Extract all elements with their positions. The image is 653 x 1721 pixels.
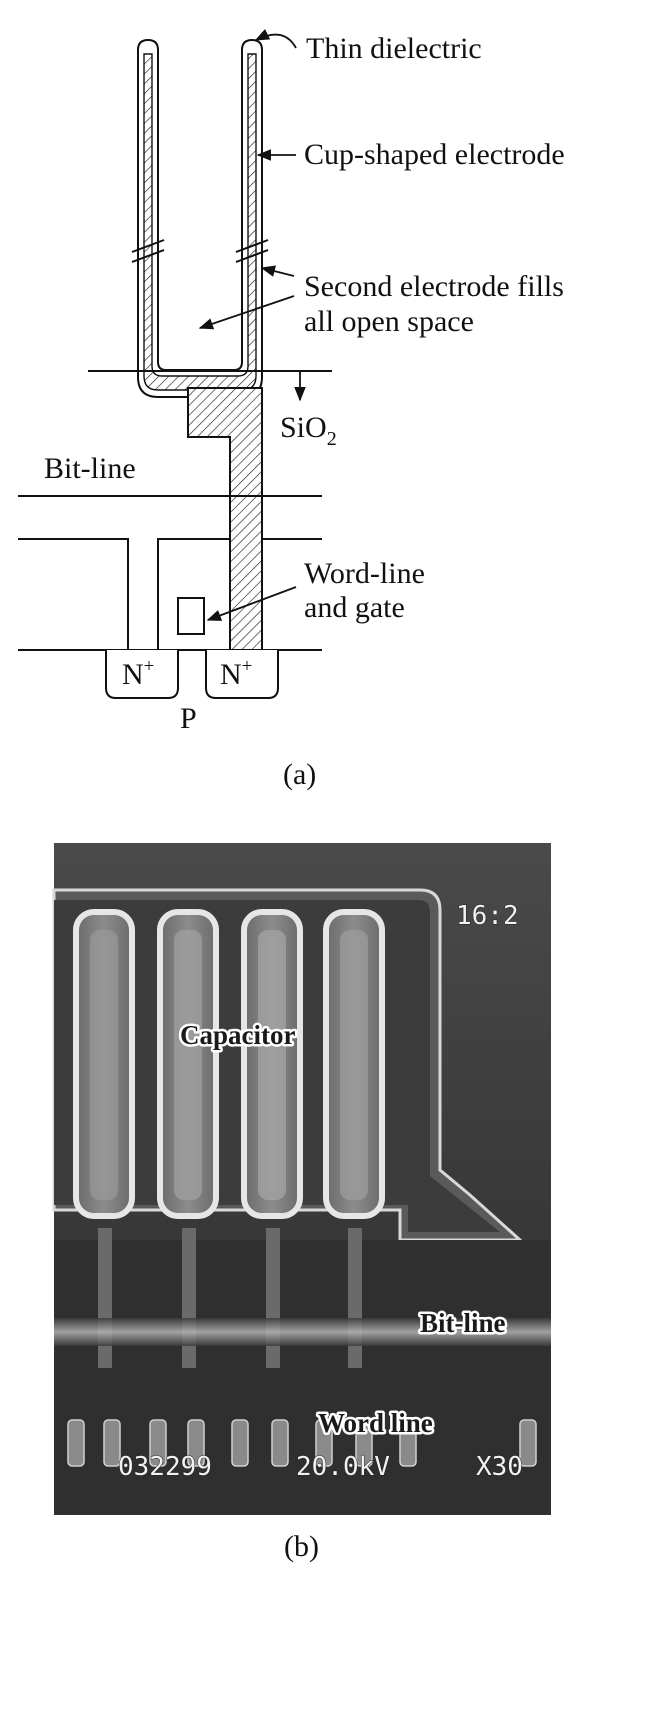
sem-bit-line-band: [54, 1318, 551, 1346]
cup-electrode-outline: [137, 38, 263, 398]
second-electrode-label-line1: Second electrode fills: [304, 270, 564, 303]
cup-electrode-hatch: [143, 53, 257, 391]
word-line-arrow: [206, 586, 297, 621]
p-region-label: P: [180, 702, 197, 735]
second-electrode-arrow-2: [198, 295, 295, 330]
sem-word-line-label: Word line: [318, 1408, 433, 1438]
n-plus-region-right: [205, 650, 279, 699]
sem-id-overlay: 032299: [118, 1452, 212, 1482]
bit-line-label: Bit-line: [44, 452, 136, 485]
sem-magnification-overlay: X30: [476, 1452, 523, 1482]
sem-lower-region: [54, 1240, 551, 1515]
sem-voltage-overlay: 20.0kV: [296, 1452, 390, 1482]
thin-dielectric-label: Thin dielectric: [306, 32, 482, 65]
second-electrode-arrow-1: [260, 265, 295, 277]
caption-b: (b): [284, 1530, 319, 1563]
sem-bit-line-label: Bit-line: [420, 1308, 506, 1338]
n-plus-label-left: N+: [122, 656, 154, 691]
sem-capacitor-columns: [73, 909, 385, 1219]
word-line-label-line1: Word-line: [304, 557, 425, 590]
n-plus-region-left: [105, 650, 179, 699]
schematic-diagram: N+ N+ P Thin dielectric Cup-shaped elect…: [18, 29, 565, 791]
sem-word-line-pillars: [67, 1419, 537, 1467]
word-line-gate-box: [177, 597, 205, 635]
word-line-label-line2: and gate: [304, 591, 405, 624]
sio2-label: SiO2: [280, 411, 337, 450]
sem-micrograph: 16:2 032299 20.0kV X30 Capacitor Bit-lin…: [52, 843, 551, 1515]
break-marks: [131, 239, 269, 263]
cup-electrode-label: Cup-shaped electrode: [304, 138, 565, 171]
n-plus-label-right: N+: [220, 656, 252, 691]
caption-a: (a): [283, 758, 316, 791]
sem-time-overlay: 16:2: [456, 901, 519, 931]
second-electrode-label-line2: all open space: [304, 305, 474, 338]
thin-dielectric-arrow: [254, 29, 297, 49]
sem-capacitor-label: Capacitor: [180, 1020, 295, 1050]
